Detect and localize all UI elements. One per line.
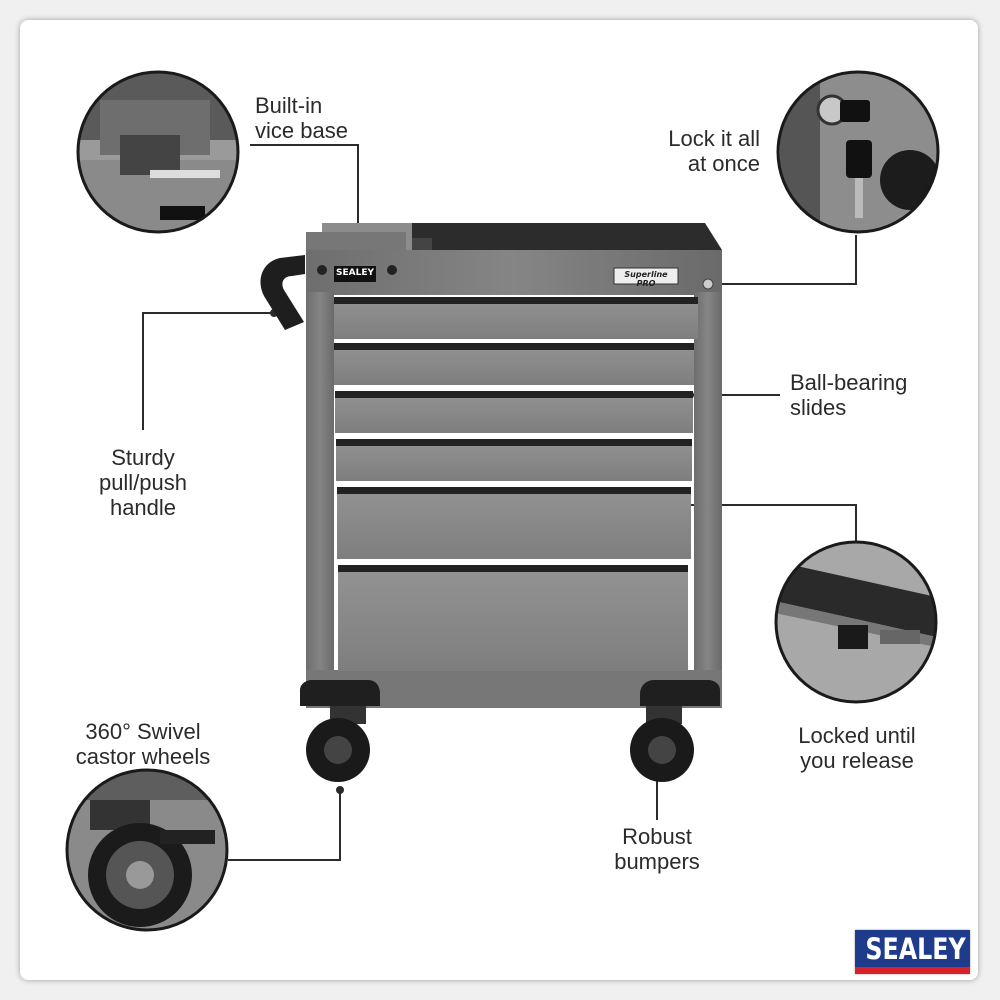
callout-slides: Ball-bearing slides: [790, 370, 908, 420]
callout-vice: Built-in vice base: [255, 93, 348, 143]
lock-detail-photo: [776, 70, 940, 234]
castor-detail-photo: [65, 768, 229, 932]
series-badge-text: Superline PRO: [624, 270, 668, 288]
drawer-6: [338, 565, 688, 671]
bumper-right: [640, 680, 720, 706]
drawer-5: [337, 487, 691, 559]
pull-handle: [260, 255, 305, 330]
series-badge: [613, 267, 679, 285]
bumper-left: [300, 680, 380, 706]
callout-bumpers: Robust bumpers: [614, 824, 700, 874]
callout-handle: Sturdy pull/push handle: [98, 445, 188, 520]
tool-chest: [300, 223, 722, 782]
callout-castors: 360° Swivel castor wheels: [75, 719, 211, 769]
callout-locked: Locked until you release: [798, 723, 916, 773]
sealey-logo: SEALEY: [855, 930, 970, 974]
drawer-lock-detail-photo: [774, 540, 938, 704]
logo-blue-field: [855, 930, 970, 967]
brand-badge-text: SEALEY: [336, 268, 374, 278]
logo-red-bar: [855, 967, 970, 974]
vice-detail-photo: [76, 70, 240, 234]
logo-text: SEALEY: [865, 932, 966, 966]
brand-badge: [334, 266, 376, 282]
callout-lock: Lock it all at once: [668, 126, 760, 176]
